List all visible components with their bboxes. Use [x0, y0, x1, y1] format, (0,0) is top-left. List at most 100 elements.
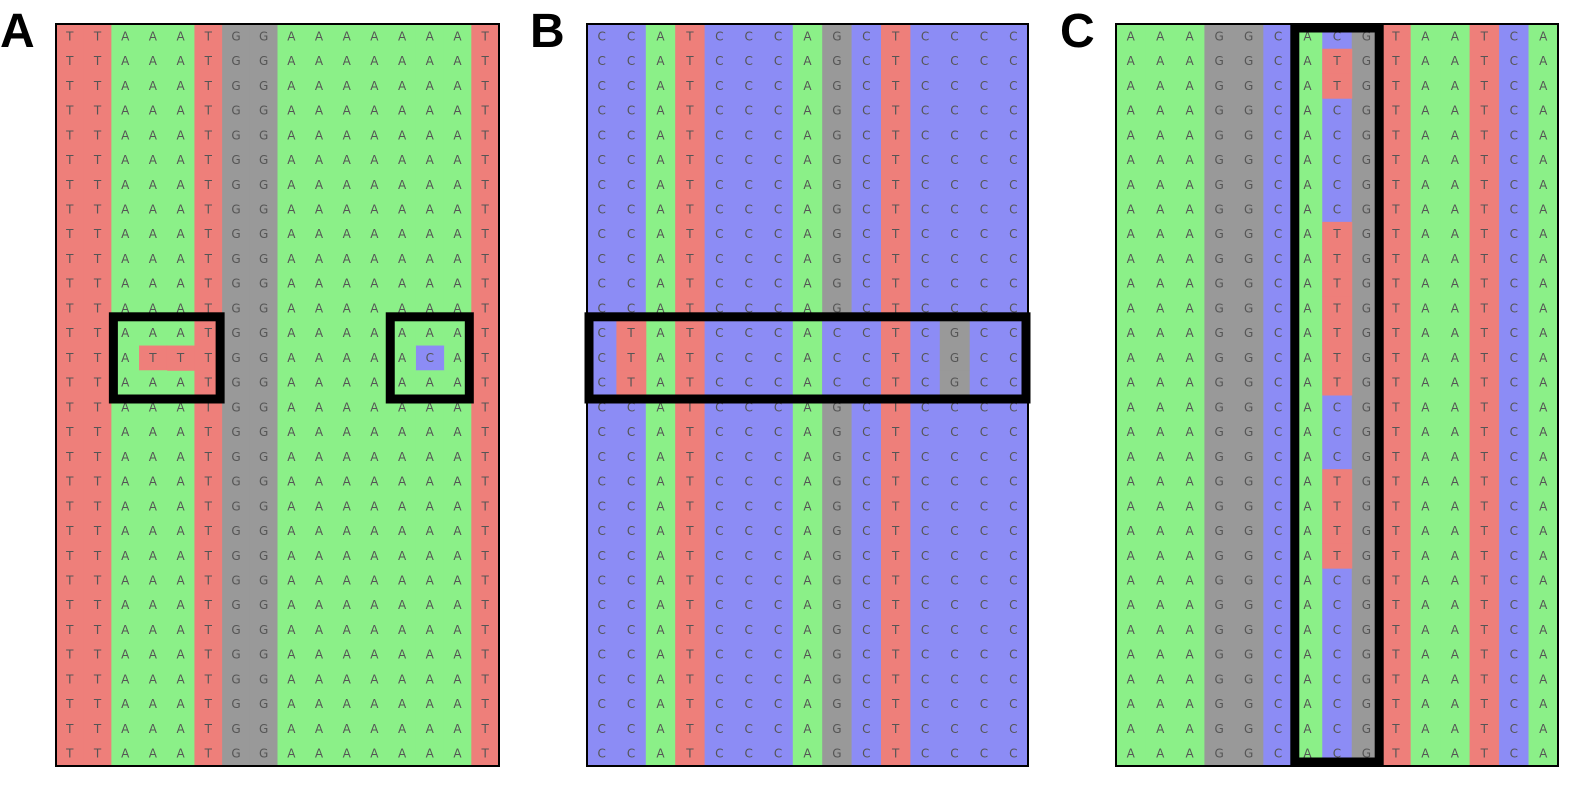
- base-letter: G: [1244, 153, 1253, 167]
- base-letter: T: [891, 153, 900, 167]
- base-letter: T: [93, 598, 102, 612]
- base-letter: G: [1244, 277, 1253, 291]
- base-letter: A: [1156, 747, 1165, 761]
- base-letter: T: [93, 351, 102, 365]
- base-letter: T: [65, 648, 74, 662]
- base-letter: C: [921, 549, 929, 563]
- base-letter: C: [1009, 574, 1017, 588]
- base-letter: T: [1332, 549, 1341, 563]
- base-letter: G: [1362, 277, 1371, 291]
- base-letter: C: [862, 598, 870, 612]
- base-letter: G: [1214, 252, 1223, 266]
- base-letter: A: [121, 425, 130, 439]
- base-letter: C: [921, 697, 929, 711]
- base-letter: C: [1510, 376, 1518, 390]
- base-letter: A: [453, 672, 462, 686]
- base-letter: C: [1009, 29, 1017, 43]
- base-letter: G: [259, 277, 268, 291]
- base-letter: A: [370, 672, 379, 686]
- base-letter: A: [398, 29, 407, 43]
- base-letter: A: [315, 203, 324, 217]
- base-letter: T: [204, 598, 213, 612]
- base-letter: A: [315, 475, 324, 489]
- base-letter: A: [398, 475, 407, 489]
- base-letter: T: [65, 128, 74, 142]
- base-letter: C: [774, 598, 782, 612]
- base-letter: A: [287, 425, 296, 439]
- base-letter: C: [980, 376, 988, 390]
- base-letter: A: [426, 301, 435, 315]
- base-letter: A: [398, 648, 407, 662]
- base-letter: A: [149, 400, 158, 414]
- base-letter: A: [121, 697, 130, 711]
- base-letter: C: [715, 648, 723, 662]
- base-letter: T: [1332, 475, 1341, 489]
- column-band: [1440, 24, 1471, 766]
- base-letter: A: [1186, 722, 1195, 736]
- panel-label-a: A: [0, 5, 35, 58]
- base-letter: C: [921, 722, 929, 736]
- base-letter: T: [1391, 153, 1400, 167]
- base-letter: A: [149, 326, 158, 340]
- base-letter: C: [1510, 351, 1518, 365]
- base-letter: T: [1332, 79, 1341, 93]
- base-letter: T: [93, 672, 102, 686]
- base-letter: G: [231, 277, 240, 291]
- base-letter: G: [259, 326, 268, 340]
- base-letter: T: [480, 425, 489, 439]
- base-letter: A: [426, 549, 435, 563]
- base-letter: A: [287, 128, 296, 142]
- base-letter: A: [176, 301, 185, 315]
- base-letter: A: [1186, 549, 1195, 563]
- base-letter: C: [774, 104, 782, 118]
- column-band: [471, 24, 500, 766]
- base-letter: T: [1480, 672, 1489, 686]
- base-letter: T: [685, 376, 694, 390]
- base-letter: T: [480, 697, 489, 711]
- base-letter: A: [398, 153, 407, 167]
- base-letter: C: [1009, 104, 1017, 118]
- column-band: [1116, 24, 1146, 766]
- base-letter: A: [315, 499, 324, 513]
- base-letter: C: [1333, 672, 1341, 686]
- base-letter: C: [627, 598, 635, 612]
- base-letter: C: [715, 178, 723, 192]
- base-letter: C: [1333, 623, 1341, 637]
- base-letter: A: [1156, 524, 1165, 538]
- base-letter: A: [1303, 672, 1312, 686]
- base-letter: G: [1214, 54, 1223, 68]
- base-letter: C: [1274, 376, 1282, 390]
- base-letter: T: [204, 672, 213, 686]
- base-letter: A: [343, 722, 352, 736]
- base-letter: G: [1244, 203, 1253, 217]
- base-letter: T: [204, 524, 213, 538]
- base-letter: C: [862, 425, 870, 439]
- base-letter: T: [204, 153, 213, 167]
- base-letter: C: [1510, 400, 1518, 414]
- base-letter: A: [1451, 301, 1460, 315]
- base-letter: A: [1156, 277, 1165, 291]
- base-letter: A: [398, 252, 407, 266]
- base-letter: C: [1009, 549, 1017, 563]
- base-letter: C: [598, 747, 606, 761]
- base-letter: C: [950, 697, 958, 711]
- base-letter: A: [1421, 648, 1430, 662]
- base-letter: C: [1510, 153, 1518, 167]
- base-letter: G: [231, 104, 240, 118]
- base-letter: C: [980, 178, 988, 192]
- base-letter: A: [370, 574, 379, 588]
- column-band: [56, 24, 85, 766]
- base-letter: T: [1480, 277, 1489, 291]
- base-letter: A: [1539, 277, 1548, 291]
- base-letter: A: [453, 301, 462, 315]
- variant-cell: [616, 320, 647, 347]
- base-letter: A: [426, 227, 435, 241]
- base-letter: T: [204, 277, 213, 291]
- base-letter: T: [480, 227, 489, 241]
- base-letter: A: [398, 598, 407, 612]
- base-letter: A: [453, 425, 462, 439]
- base-letter: C: [627, 203, 635, 217]
- base-letter: A: [343, 549, 352, 563]
- base-letter: C: [715, 475, 723, 489]
- base-letter: G: [1214, 326, 1223, 340]
